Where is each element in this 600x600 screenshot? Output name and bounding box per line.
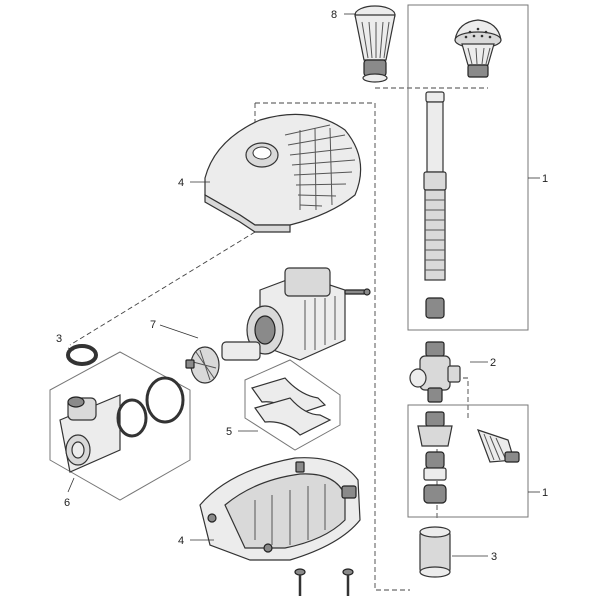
pump-base-housing <box>199 457 361 561</box>
o-ring <box>66 344 98 366</box>
callout-foam-holder: 5 <box>226 426 232 438</box>
callout-fountain-set-bottom: 1 <box>542 487 548 499</box>
pump-motor-block <box>246 267 371 361</box>
callout-fountain-set-top: 1 <box>542 173 548 185</box>
callout-leaders <box>67 13 540 557</box>
callout-nozzle-head: 8 <box>331 9 337 21</box>
nozzle-head <box>354 5 396 83</box>
hose-connector-set <box>417 411 520 504</box>
callout-o-ring: 3 <box>56 333 62 345</box>
fountain-set-frame-bottom <box>407 404 529 518</box>
callout-pump-housing-front: 6 <box>64 497 70 509</box>
t-piece-diverter <box>409 341 461 403</box>
pump-housing-front <box>59 376 185 473</box>
callout-cover-top: 4 <box>178 177 184 189</box>
foam-holder <box>251 377 332 436</box>
fixing-screws <box>294 568 354 596</box>
callout-housing-base: 4 <box>178 535 184 547</box>
fountain-head <box>454 19 502 78</box>
callout-rotor: 7 <box>150 319 156 331</box>
pump-top-cover <box>204 113 362 233</box>
rotor-impeller <box>185 341 261 384</box>
foam-holder-frame <box>244 359 341 451</box>
fountain-set-frame-top <box>407 4 529 331</box>
callout-adapter-sleeve: 3 <box>491 551 497 563</box>
pump-chamber-frame <box>49 351 191 501</box>
adapter-sleeve <box>419 526 451 578</box>
telescopic-extension-tube <box>423 91 447 319</box>
callout-t-piece: 2 <box>490 357 496 369</box>
